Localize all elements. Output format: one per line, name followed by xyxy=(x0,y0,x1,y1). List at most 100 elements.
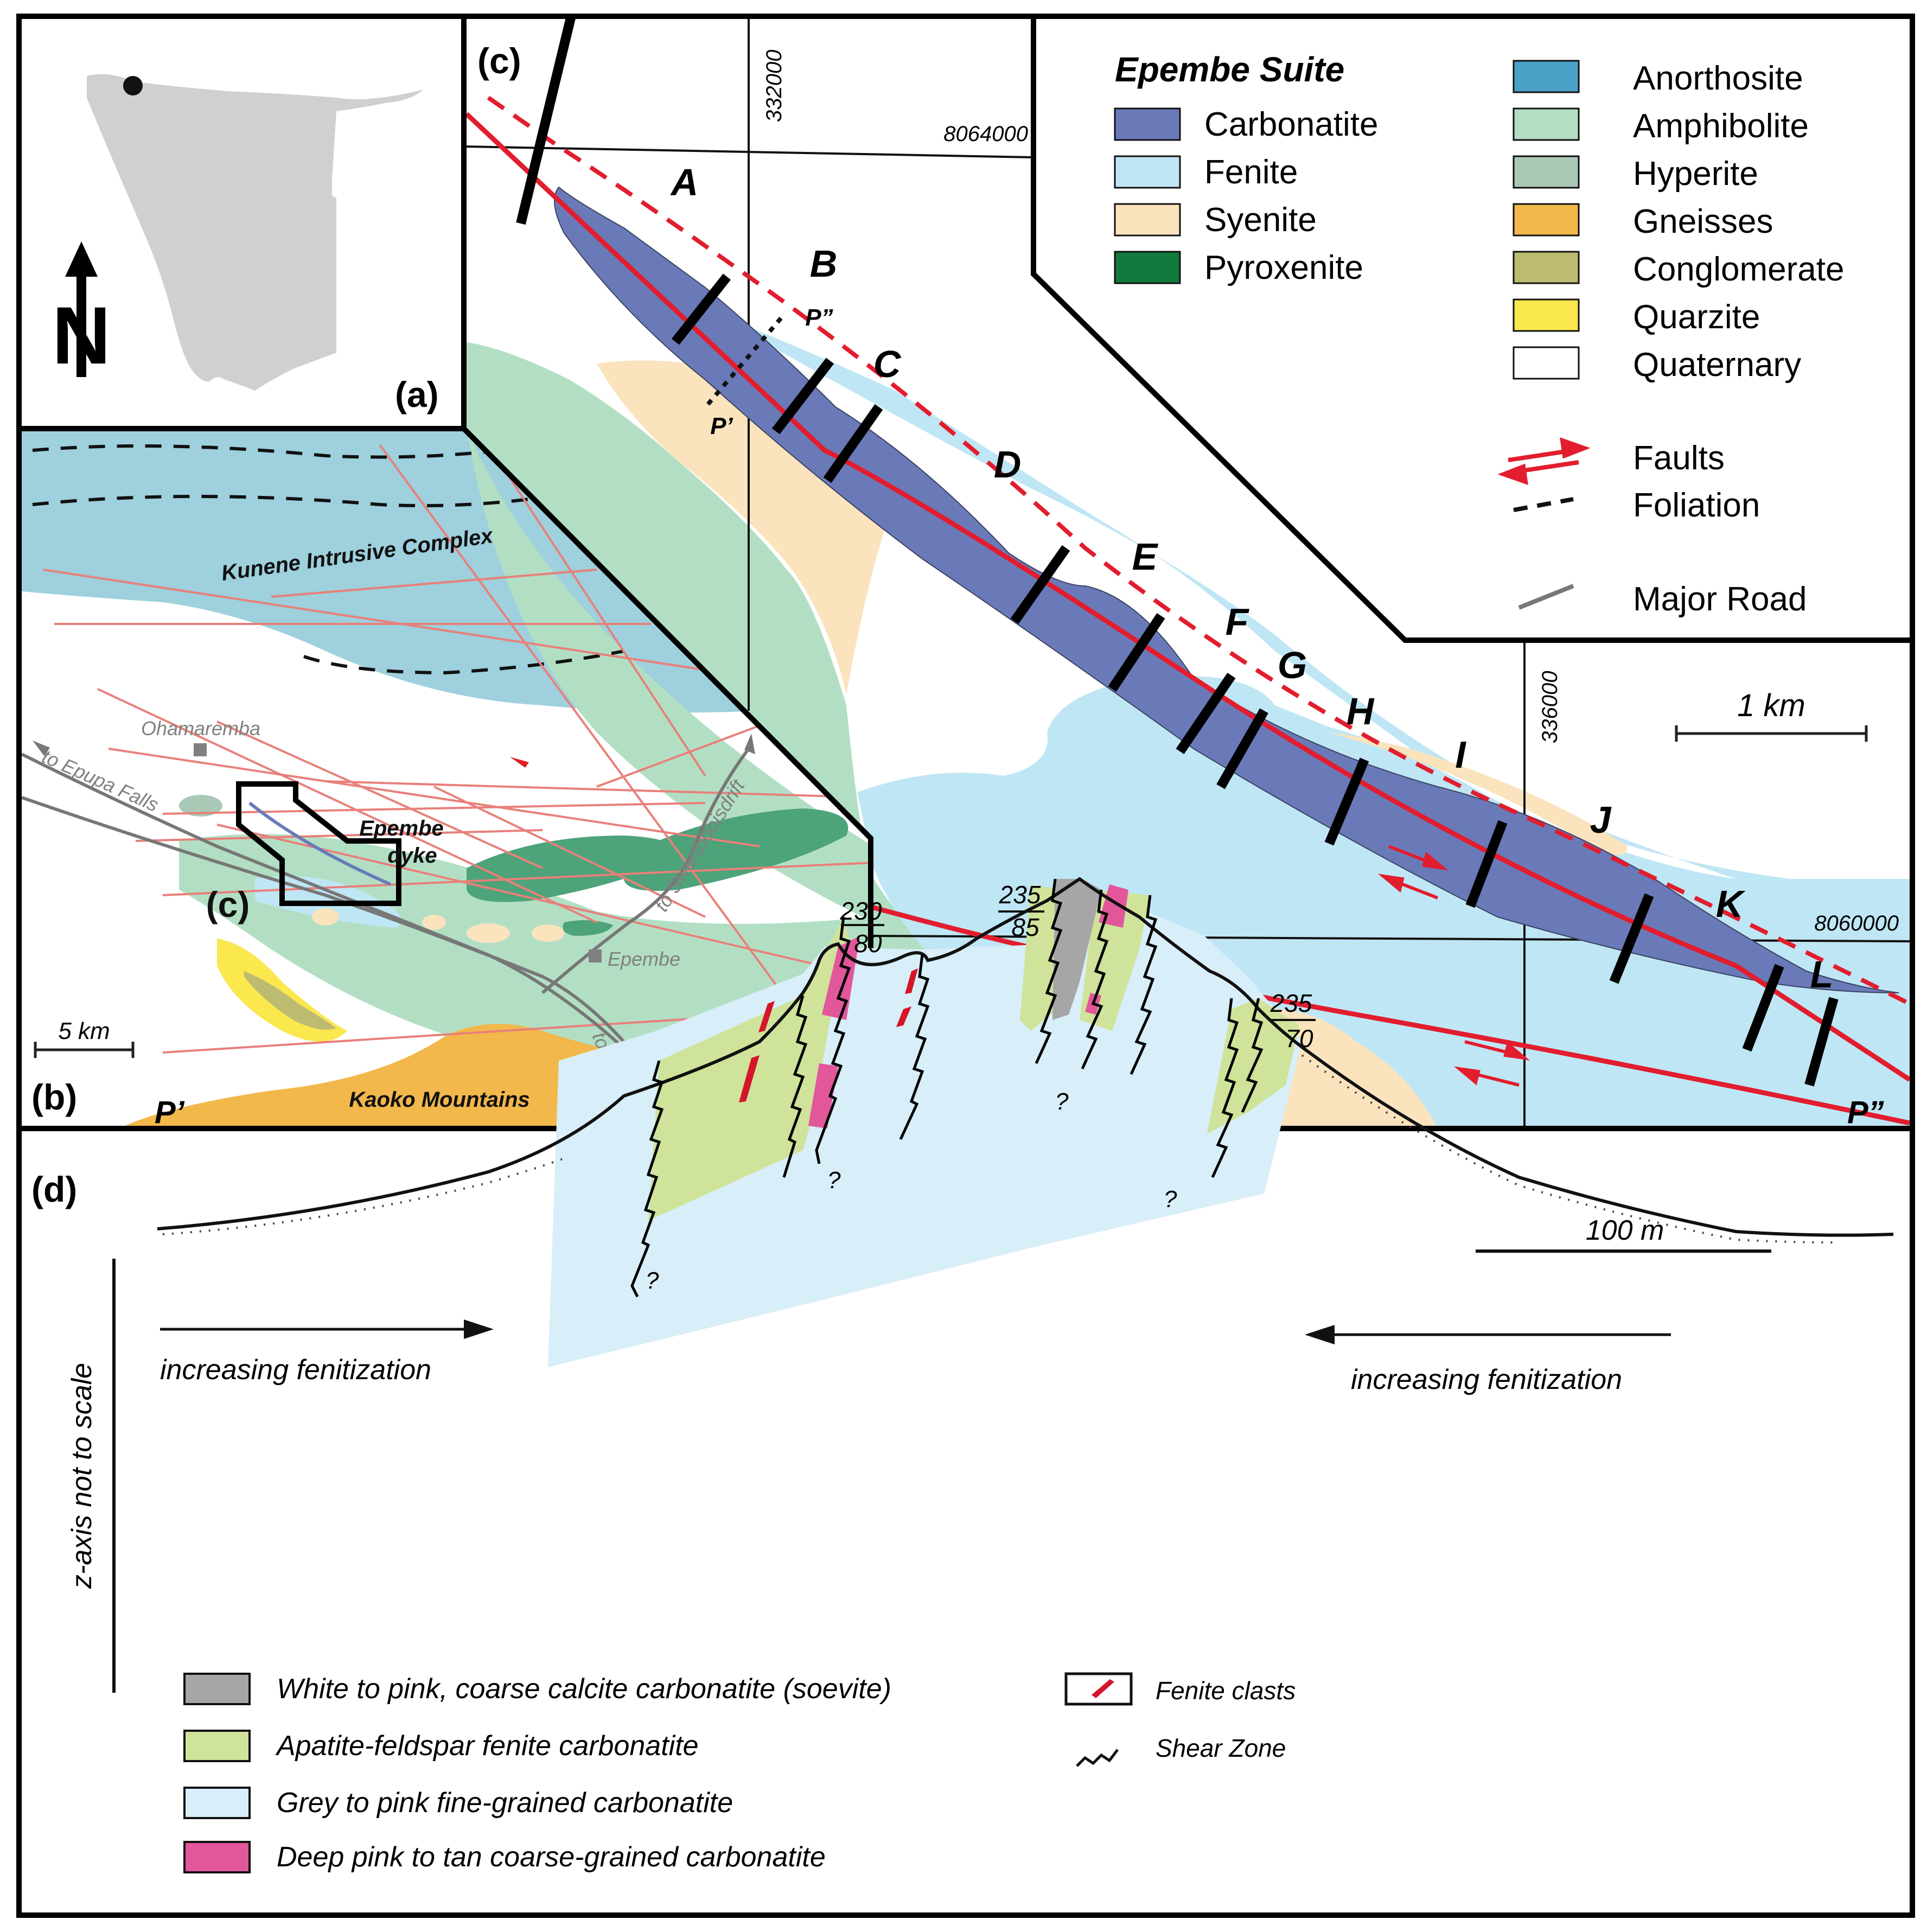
panel-a-label: (a) xyxy=(395,374,439,415)
svg-text:Hyperite: Hyperite xyxy=(1633,155,1758,193)
fault-symbol xyxy=(1497,437,1591,485)
svg-text:Pyroxenite: Pyroxenite xyxy=(1204,249,1363,286)
grid-northing-8060000: 8060000 xyxy=(1814,911,1899,935)
legend-left-items: Carbonatite Fenite Syenite Pyroxenite xyxy=(1114,106,1379,286)
road-symbol xyxy=(1518,584,1574,610)
epembe-dyke-label-1: Epembe xyxy=(359,817,444,840)
epembe-town-marker xyxy=(589,949,602,962)
svg-text:Syenite: Syenite xyxy=(1204,201,1317,239)
kaoko-label: Kaoko Mountains xyxy=(349,1088,529,1112)
svg-text:Amphibolite: Amphibolite xyxy=(1633,107,1809,145)
segment-h: H xyxy=(1347,690,1375,732)
carbonatite-dyke xyxy=(554,186,1899,993)
inset-c-label: (c) xyxy=(206,884,250,924)
segment-j: J xyxy=(1590,799,1612,841)
segment-k: K xyxy=(1716,883,1746,925)
svg-text:Gneisses: Gneisses xyxy=(1633,203,1773,240)
segment-a: A xyxy=(670,161,699,203)
svg-text:White to pink, coarse calcite: White to pink, coarse calcite carbonatit… xyxy=(277,1673,891,1705)
svg-text:80: 80 xyxy=(854,929,882,958)
svg-text:?: ? xyxy=(1164,1186,1177,1213)
overview-foliation xyxy=(32,443,624,675)
inset-box-c xyxy=(236,781,401,906)
profile-end-label: P” xyxy=(805,304,833,331)
svg-text:70: 70 xyxy=(1285,1024,1313,1053)
svg-text:?: ? xyxy=(1055,1088,1069,1115)
svg-text:?: ? xyxy=(646,1267,659,1294)
svg-text:Deep pink to tan coarse-graine: Deep pink to tan coarse-grained carbonat… xyxy=(277,1841,826,1873)
profile-start-label: P’ xyxy=(710,413,733,439)
section-soevite xyxy=(1052,879,1101,1020)
svg-text:?: ? xyxy=(827,1167,841,1194)
namibia-outline xyxy=(87,74,423,391)
grid-easting-336000: 336000 xyxy=(1538,671,1562,743)
panel-b-label: (b) xyxy=(31,1077,77,1117)
location-dot xyxy=(123,76,143,95)
orientation-labels: 230 80 235 85 235 70 xyxy=(840,881,1316,1053)
section-legend: White to pink, coarse calcite carbonatit… xyxy=(183,1672,1296,1873)
svg-text:230: 230 xyxy=(840,897,882,925)
legend-title: Epembe Suite xyxy=(1115,50,1344,89)
overview-roads xyxy=(22,748,750,1128)
legend-right-items: Anorthosite Amphibolite Hyperite Gneisse… xyxy=(1513,60,1844,384)
overview-amphibolite-2 xyxy=(467,429,871,922)
overview-conglomerate xyxy=(244,971,336,1030)
fenitization-right: increasing fenitization xyxy=(1351,1364,1622,1395)
segment-c: C xyxy=(873,343,902,385)
svg-text:N: N xyxy=(52,290,111,381)
ohamaremba-town-marker xyxy=(194,743,207,756)
segment-i: I xyxy=(1455,734,1466,776)
section-pink-2 xyxy=(808,1063,838,1128)
segment-b: B xyxy=(810,243,838,285)
svg-text:Fenite clasts: Fenite clasts xyxy=(1156,1676,1296,1705)
section-right-label: P” xyxy=(1847,1095,1884,1130)
svg-text:235: 235 xyxy=(1270,989,1312,1017)
overview-pyroxenite-2 xyxy=(623,808,848,891)
detail-scale-label: 1 km xyxy=(1737,688,1805,723)
section-scale-label: 100 m xyxy=(1586,1215,1664,1246)
locator-inset: N (a) xyxy=(22,19,464,429)
overview-scale-bar: 5 km xyxy=(34,1018,135,1058)
svg-text:Shear Zone: Shear Zone xyxy=(1156,1734,1286,1762)
detail-fenite-dyke-margin xyxy=(705,309,1845,895)
segment-f: F xyxy=(1226,601,1250,643)
shear-zones xyxy=(630,878,1264,1298)
segment-dividers xyxy=(516,19,1839,1087)
svg-text:235: 235 xyxy=(999,881,1041,909)
epembe-town-label: Epembe xyxy=(608,948,680,970)
foliation-symbol xyxy=(1513,497,1574,512)
legend-faults: Faults xyxy=(1633,439,1725,477)
z-axis-label: z-axis not to scale xyxy=(66,1363,98,1589)
svg-text:Fenite: Fenite xyxy=(1204,154,1298,191)
epembe-dyke-label-2: dyke xyxy=(387,844,437,868)
segment-e: E xyxy=(1132,535,1159,578)
detail-syenite-strip xyxy=(1329,732,1628,855)
svg-text:85: 85 xyxy=(1011,913,1039,941)
profile-line xyxy=(706,313,786,406)
ground-surface xyxy=(157,877,1894,1237)
section-left-label: P’ xyxy=(155,1095,185,1130)
svg-text:Carbonatite: Carbonatite xyxy=(1204,106,1379,143)
cross-section: (d) xyxy=(31,877,1894,1873)
ohamaremba-label: Ohamaremba xyxy=(141,717,260,739)
svg-text:Anorthosite: Anorthosite xyxy=(1633,60,1803,97)
legend-road: Major Road xyxy=(1633,581,1807,618)
grid-easting-332000: 332000 xyxy=(762,50,786,122)
svg-text:5 km: 5 km xyxy=(58,1018,110,1044)
legend-foliation: Foliation xyxy=(1633,487,1760,524)
north-arrow-icon: N xyxy=(52,241,111,381)
svg-text:Conglomerate: Conglomerate xyxy=(1633,251,1844,288)
svg-text:Quarzite: Quarzite xyxy=(1633,298,1760,336)
map-legend: Epembe Suite Carbonatite Fenite Syenite … xyxy=(1114,50,1844,618)
segment-d: D xyxy=(994,443,1022,486)
svg-text:Grey to pink fine-grained carb: Grey to pink fine-grained carbonatite xyxy=(277,1787,733,1819)
segment-g: G xyxy=(1278,644,1307,686)
overview-pyroxenite-3 xyxy=(563,920,613,936)
svg-text:Apatite-feldspar fenite carbon: Apatite-feldspar fenite carbonatite xyxy=(275,1730,699,1762)
detail-map-labels: (c) 332000 336000 8064000 8060000 A B C … xyxy=(477,41,1899,996)
segment-l: L xyxy=(1810,953,1834,996)
grid-northing-8064000: 8064000 xyxy=(943,122,1028,146)
shear-zone-symbol xyxy=(1076,1749,1119,1767)
fenitization-left: increasing fenitization xyxy=(160,1354,431,1386)
